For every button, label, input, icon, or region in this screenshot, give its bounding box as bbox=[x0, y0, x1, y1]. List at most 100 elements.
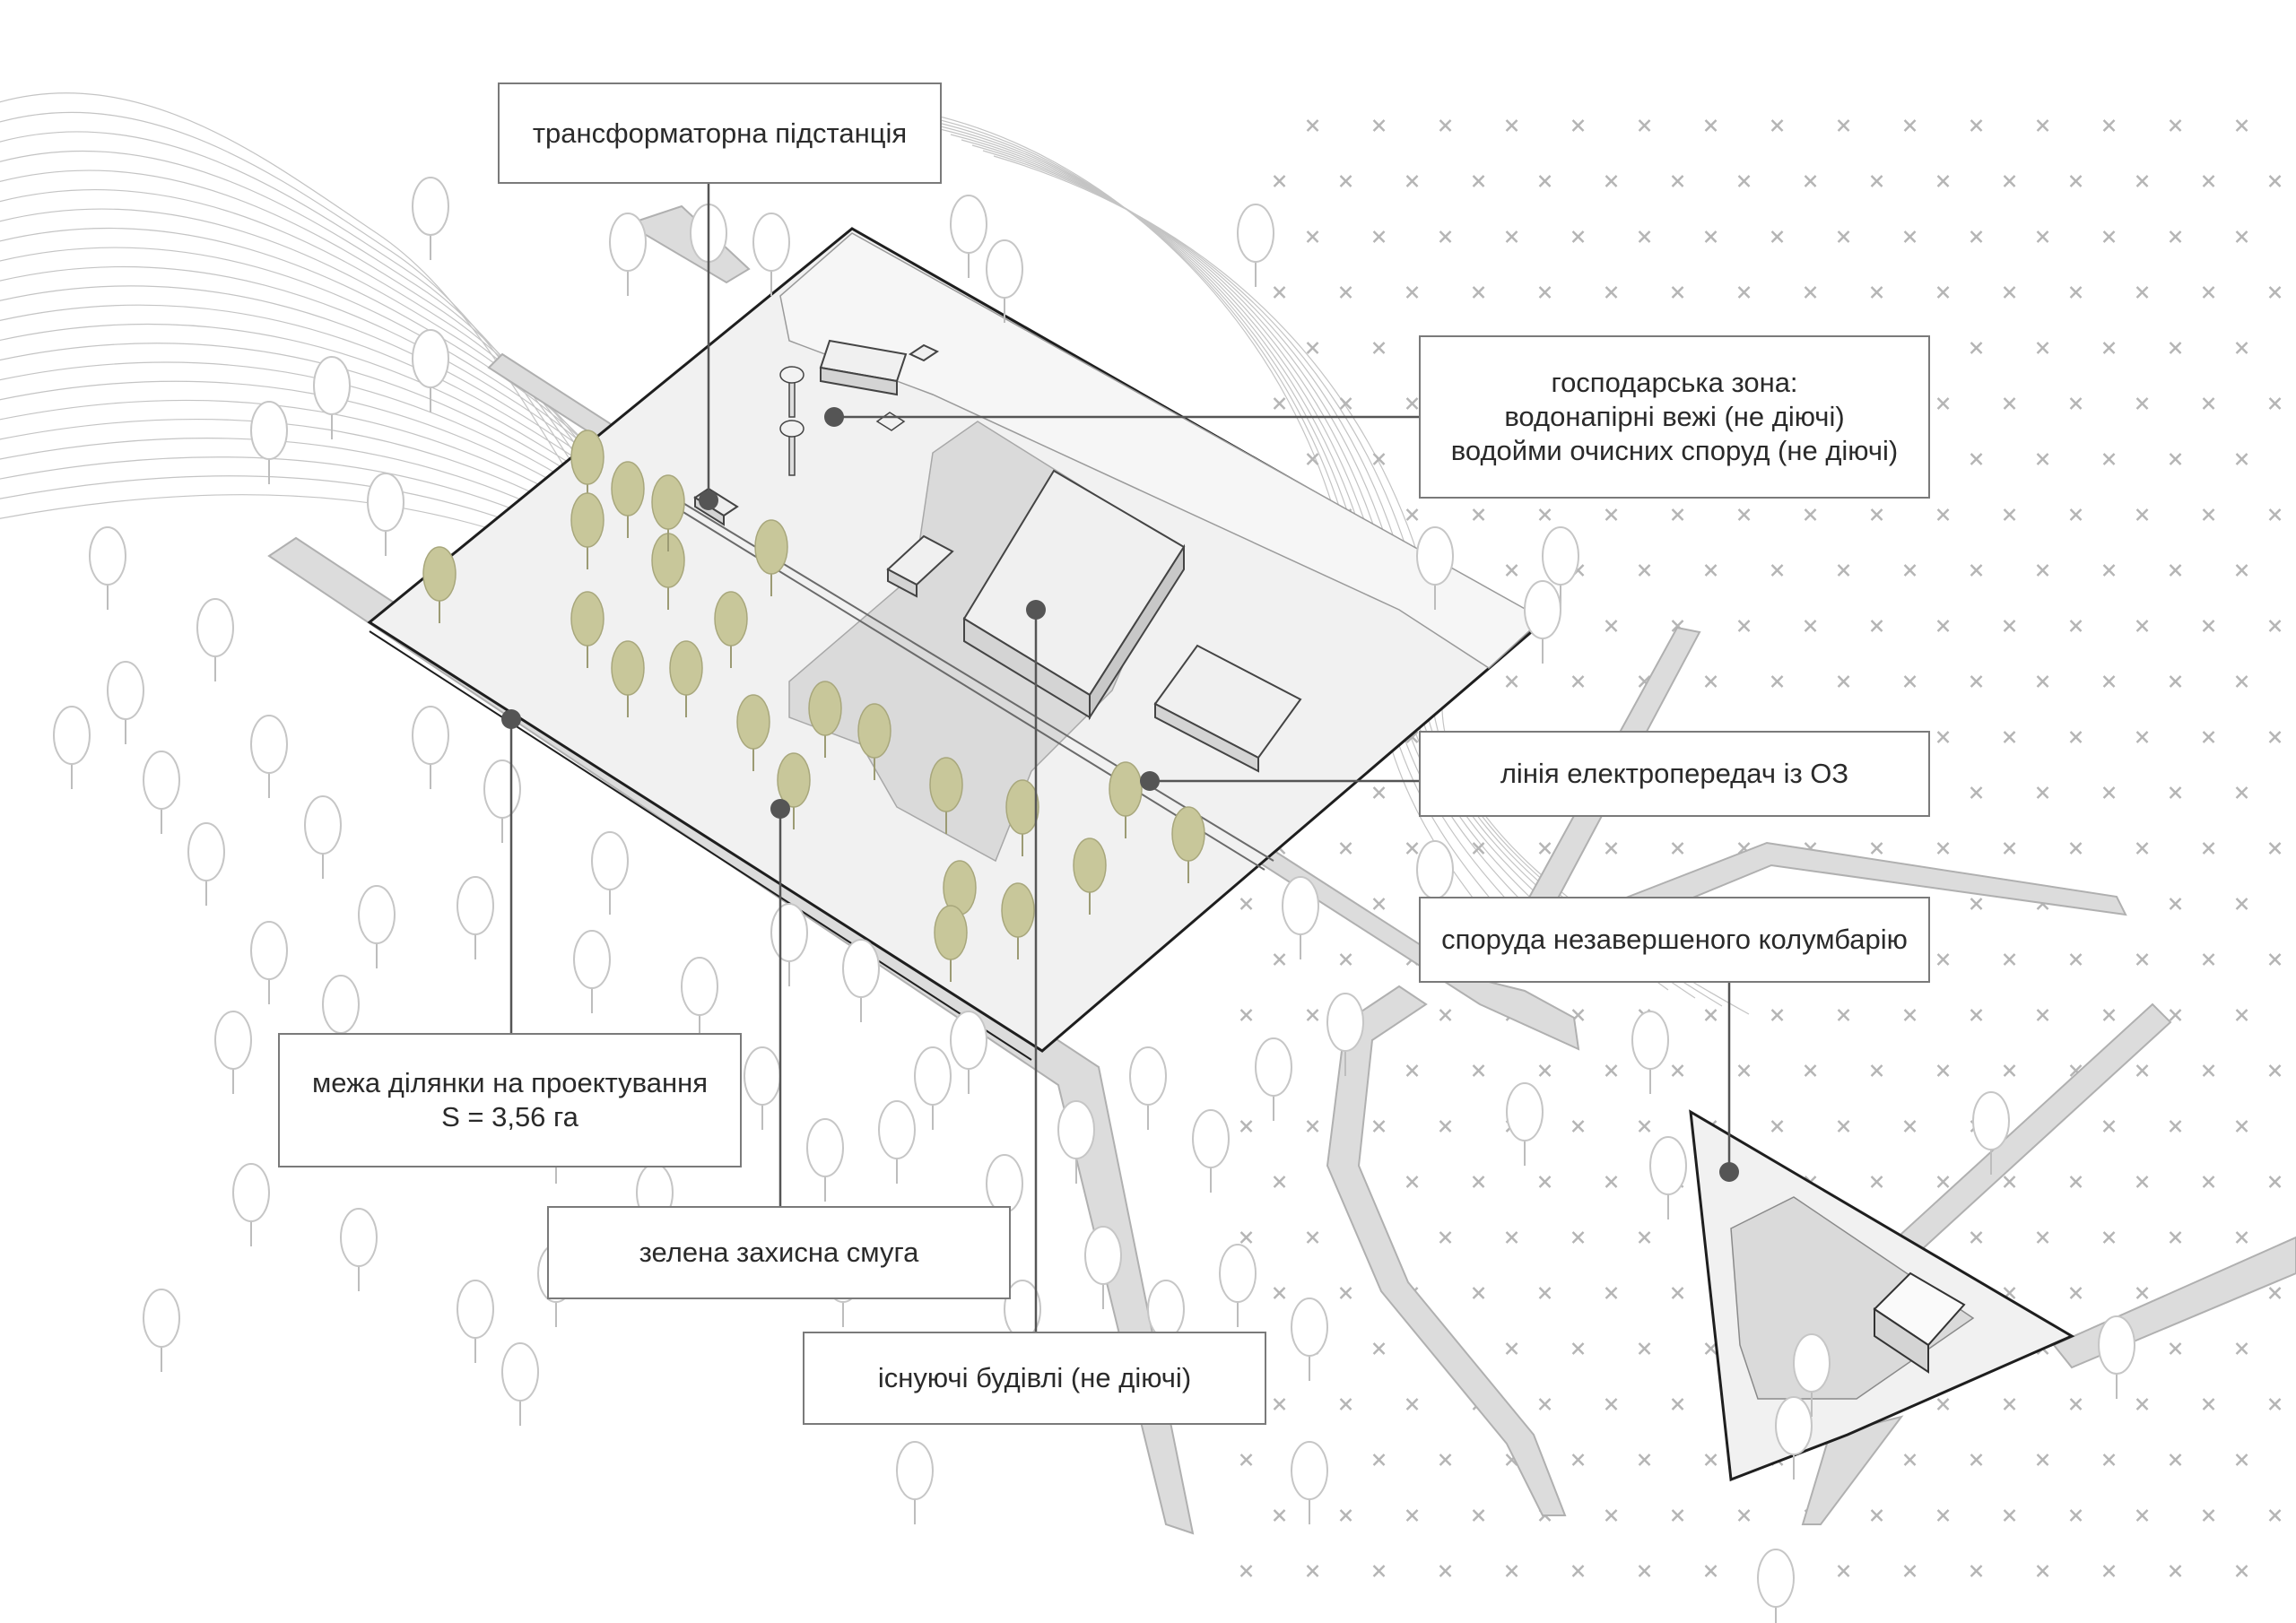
green-tree-icon bbox=[570, 591, 604, 668]
tree-icon bbox=[250, 401, 288, 484]
grass-mark bbox=[2235, 453, 2248, 465]
grass-mark bbox=[1704, 1009, 1718, 1021]
grass-mark bbox=[1306, 1120, 1319, 1133]
tree-icon bbox=[1524, 580, 1561, 664]
tree-icon bbox=[1775, 1396, 1813, 1480]
green-tree-icon bbox=[857, 703, 891, 780]
grass-mark bbox=[2268, 1176, 2282, 1188]
tree-icon bbox=[1416, 526, 1454, 610]
tree-icon bbox=[681, 957, 718, 1040]
tree-icon bbox=[752, 213, 790, 296]
grass-mark bbox=[1605, 1287, 1618, 1299]
green-tree-icon bbox=[808, 681, 842, 758]
grass-mark bbox=[2202, 286, 2215, 299]
grass-mark bbox=[2202, 1398, 2215, 1410]
grass-mark bbox=[1936, 620, 1950, 632]
grass-mark bbox=[2102, 675, 2116, 688]
grass-mark bbox=[1903, 1454, 1917, 1466]
utility-zone-line3: водойми очисних споруд (не діючі) bbox=[1450, 435, 1899, 466]
grass-mark bbox=[1273, 953, 1286, 966]
grass-mark bbox=[1306, 453, 1319, 465]
tree-icon bbox=[457, 1280, 494, 1363]
grass-mark bbox=[1870, 842, 1883, 855]
green-tree-icon bbox=[736, 694, 770, 771]
grass-mark bbox=[1671, 1509, 1684, 1522]
grass-mark bbox=[1439, 1454, 1452, 1466]
green-tree-icon bbox=[1001, 882, 1035, 959]
grass-mark bbox=[2135, 953, 2149, 966]
grass-mark bbox=[1405, 1064, 1419, 1077]
grass-mark bbox=[1704, 675, 1718, 688]
grass-mark bbox=[1273, 397, 1286, 410]
grass-mark bbox=[1339, 397, 1352, 410]
grass-mark bbox=[1837, 1009, 1850, 1021]
grass-mark bbox=[1605, 286, 1618, 299]
grass-mark bbox=[1870, 620, 1883, 632]
tree-icon bbox=[501, 1342, 539, 1426]
grass-mark bbox=[2003, 286, 2016, 299]
grass-mark bbox=[2102, 564, 2116, 577]
grass-mark bbox=[1936, 1064, 1950, 1077]
grass-mark bbox=[1372, 1454, 1386, 1466]
substation-label: трансформаторна підстанція bbox=[532, 117, 908, 149]
grass-mark bbox=[1339, 953, 1352, 966]
tree-icon bbox=[1542, 526, 1579, 610]
grass-mark bbox=[1936, 1398, 1950, 1410]
tree-icon bbox=[591, 831, 629, 915]
grass-mark bbox=[1538, 1287, 1552, 1299]
grass-mark bbox=[2268, 1064, 2282, 1077]
grass-mark bbox=[1439, 119, 1452, 132]
grass-mark bbox=[1804, 175, 1817, 187]
grass-mark bbox=[2202, 1176, 2215, 1188]
grass-mark bbox=[1837, 1565, 1850, 1577]
grass-mark bbox=[2235, 786, 2248, 799]
grass-mark bbox=[2235, 1231, 2248, 1244]
service-hut bbox=[908, 343, 940, 362]
grass-mark bbox=[2235, 1454, 2248, 1466]
grass-mark bbox=[2036, 1231, 2049, 1244]
grass-mark bbox=[1970, 119, 1983, 132]
main-building-end bbox=[1089, 543, 1185, 721]
grass-mark bbox=[1405, 1509, 1419, 1522]
grass-mark bbox=[1804, 508, 1817, 521]
grass-mark bbox=[2003, 1064, 2016, 1077]
grass-mark bbox=[2202, 1064, 2215, 1077]
grass-mark bbox=[1339, 175, 1352, 187]
grass-mark bbox=[2069, 1509, 2083, 1522]
grass-mark bbox=[2268, 175, 2282, 187]
grass-mark bbox=[1239, 1009, 1253, 1021]
grass-mark bbox=[1571, 1454, 1585, 1466]
grass-mark bbox=[1273, 1176, 1286, 1188]
grass-mark bbox=[2036, 230, 2049, 243]
callout-green-belt: зелена захисна смуга bbox=[547, 1206, 1011, 1299]
boundary-double-line bbox=[369, 630, 1032, 1061]
grass-mark bbox=[1770, 119, 1784, 132]
grass-mark bbox=[2169, 342, 2182, 354]
grass-mark bbox=[2003, 508, 2016, 521]
leader-lines bbox=[509, 184, 1731, 1332]
grass-mark bbox=[2202, 175, 2215, 187]
small-building-side bbox=[887, 568, 918, 598]
east-building-side bbox=[1154, 702, 1259, 773]
grass-mark bbox=[1372, 1342, 1386, 1355]
tree-icon bbox=[986, 239, 1023, 323]
tree-icon bbox=[878, 1100, 916, 1184]
grass-mark bbox=[1605, 1176, 1618, 1188]
grass-mark bbox=[2036, 786, 2049, 799]
tree-icon bbox=[214, 1011, 252, 1094]
grass-mark bbox=[1538, 842, 1552, 855]
tree-icon bbox=[143, 751, 180, 834]
grass-mark bbox=[1837, 119, 1850, 132]
grass-mark bbox=[2003, 731, 2016, 743]
curving-road bbox=[1326, 985, 1567, 1516]
west-road bbox=[625, 204, 751, 284]
grass-mark bbox=[1671, 286, 1684, 299]
grass-mark bbox=[2102, 786, 2116, 799]
grass-mark bbox=[1638, 1565, 1651, 1577]
grass-mark bbox=[2135, 1287, 2149, 1299]
grass-mark bbox=[1970, 1454, 1983, 1466]
grass-mark bbox=[1273, 286, 1286, 299]
tree-icon bbox=[89, 526, 126, 610]
tree-icon bbox=[143, 1289, 180, 1372]
